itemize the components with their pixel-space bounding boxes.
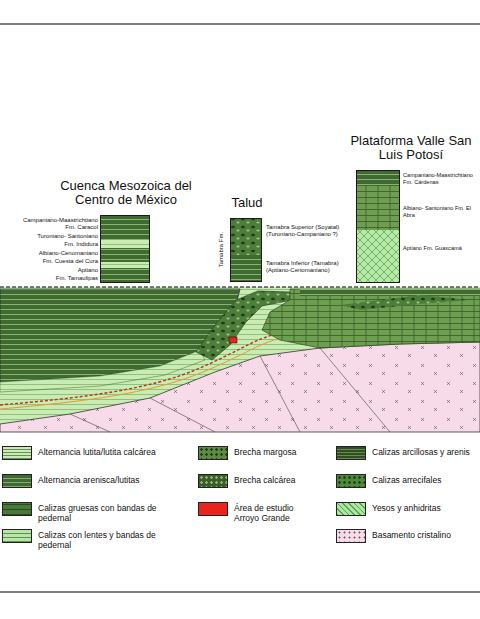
basin-column: Cuenca Mesozoica del Centro de México [100, 215, 150, 283]
stratigraphic-label: Campaniano-Maastrichtiano [5, 217, 98, 224]
legend-text: Calizas con lentes y bandas de pedernal [38, 531, 188, 551]
legend-text: Brecha margosa [234, 448, 334, 458]
section-shape [356, 185, 400, 230]
legend-swatch [198, 474, 228, 488]
section-shape [229, 337, 237, 343]
legend-swatch [2, 502, 32, 516]
platform-column: Plataforma Valle San Luis Potosí [356, 170, 400, 283]
column-heading: Plataforma Valle San Luis Potosí [343, 134, 479, 163]
stratigraphic-label: Aptiano Fm. Guaxcamá [403, 245, 477, 252]
stratigraphic-label: Turoniano- Santoniano [5, 233, 98, 240]
section-shape [0, 287, 480, 288]
legend-text: Calizas arcillosas y arenis [372, 448, 476, 458]
section-shape [0, 287, 480, 432]
stratigraphic-label: Fm. Indidura [5, 241, 98, 248]
section-shape [100, 240, 150, 248]
stratigraphic-label: Tamabra Superior (Soyatal) (Turoniano-Ca… [266, 224, 352, 238]
stratigraphic-label: Fm. Caracol [5, 224, 98, 231]
section-shape [300, 289, 480, 296]
section-shape [230, 255, 262, 282]
legend-swatch [2, 446, 32, 460]
column-heading: Talud [212, 196, 282, 211]
stratigraphic-label: Aptiano [5, 267, 98, 274]
section-shape [100, 215, 150, 283]
legend-text: Brecha calcárea [234, 476, 334, 486]
stratigraphic-label: Tamabra Fm. [218, 228, 225, 272]
legend-swatch [336, 474, 366, 488]
stratigraphic-label: Fm. Cuesta del Cura [5, 258, 98, 265]
stratigraphic-label: Campaniano-Maastrichtiano Fm. Cárdenas [403, 172, 477, 185]
stratigraphic-label: Albiano- Santoniano Fm. El Abra [403, 205, 477, 218]
section-shape [0, 289, 240, 382]
legend-text: Área de estudio Arroyo Grande [234, 504, 309, 524]
column-heading: Cuenca Mesozoica del Centro de México [46, 179, 206, 208]
legend-text: Alternancia arenisca/lutitas [38, 476, 188, 486]
section-shape [356, 230, 400, 283]
slope-column: Talud [230, 218, 262, 282]
section-shape [230, 218, 262, 255]
legend-swatch [2, 529, 32, 543]
legend-swatch [336, 529, 366, 543]
section-shape [262, 289, 480, 348]
section-shape [356, 170, 400, 185]
section-shape [0, 23, 480, 24]
legend-text: Yesos y anhidritas [372, 504, 476, 514]
legend-text: Basamento cristalino [372, 531, 476, 541]
legend-swatch [2, 474, 32, 488]
section-shape [100, 262, 150, 268]
legend-swatch [336, 446, 366, 460]
section-shape [340, 295, 470, 310]
legend-text: Calizas arrecifales [372, 476, 476, 486]
legend-text: Calizas gruesas con bandas de pedernal [38, 504, 188, 524]
stratigraphic-label: Tamabra Inferior (Tamabra) (Aptiano-Ceno… [266, 260, 352, 274]
section-shape [0, 330, 290, 405]
section-shape [0, 335, 292, 409]
legend-swatch [198, 502, 228, 516]
legend-swatch [198, 446, 228, 460]
section-shape [0, 591, 480, 592]
legend-text: Alternancia lutita/lutita calcárea [38, 448, 188, 458]
legend-swatch [336, 502, 366, 516]
stratigraphic-label: Albiano-Cenomaniano [5, 250, 98, 257]
stratigraphic-label: Fm. Tamaulipas [5, 275, 98, 282]
section-shape [0, 350, 205, 392]
